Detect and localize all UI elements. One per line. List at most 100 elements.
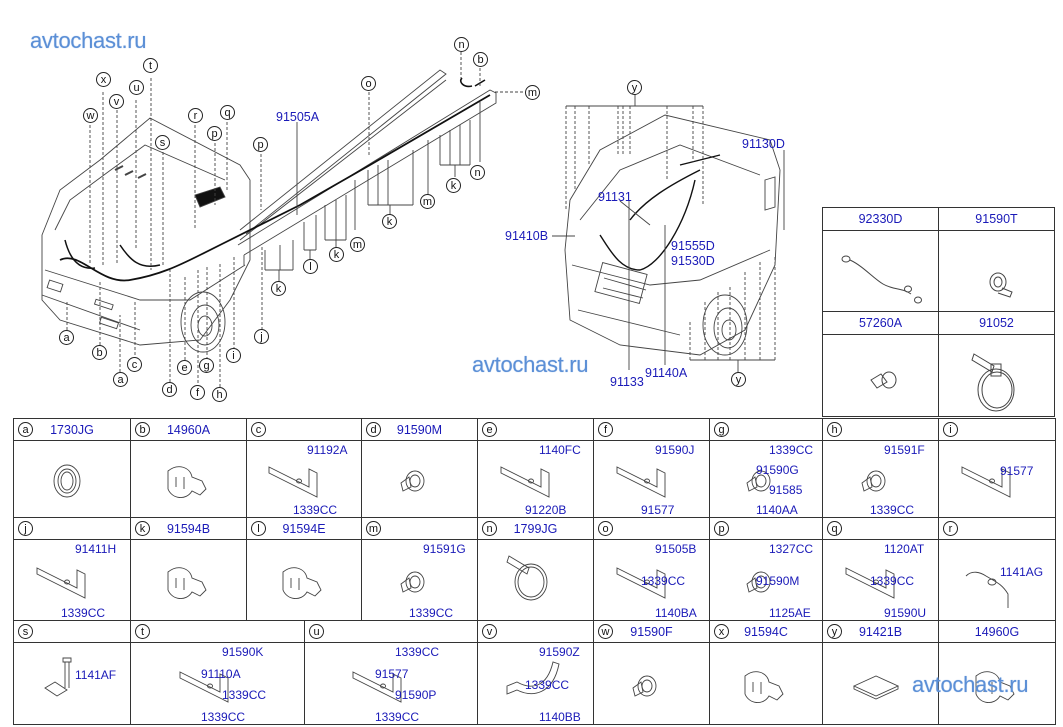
label-91133: 91133 [610,375,644,389]
part-label: 1339CC [525,678,570,692]
part-cell-header: f [594,419,709,441]
callout-n: n [470,165,485,180]
callout-u: u [129,80,144,95]
part-cell-header: 14960G [939,621,1055,643]
callout-p: p [207,126,222,141]
callout-q: q [220,105,235,120]
part-title: 91590F [630,625,673,639]
part-label: 91585 [769,483,803,497]
part-title: 91594B [166,522,211,536]
callout-e: e [177,360,192,375]
label-91131: 91131 [598,190,632,204]
part-cell-header: v [478,621,593,643]
part-label: 1339CC [409,606,454,620]
watermark-middle: avtochast.ru [472,352,589,377]
part-label: 1339CC [641,574,686,588]
part-cell-header: e [478,419,593,441]
part-number: 91590T [975,212,1018,226]
callout-k: k [329,247,344,262]
part-letter-badge: h [827,422,842,437]
callout-m: m [525,85,540,100]
part-label: 91110A [201,667,241,681]
label-91410B: 91410B [505,229,549,243]
callout-f: f [190,385,205,400]
part-label: 1339CC [375,710,420,724]
part-label: 91577 [641,503,675,517]
part-label: 1339CC [395,645,440,659]
cable-tie-icon [971,353,1015,412]
part-number: 91052 [979,316,1014,330]
bolt-icon [44,657,72,697]
part-label: 91577 [375,667,409,681]
clamp-icon [400,470,425,492]
part-title: 91590M [396,423,443,437]
part-cell-14960G: 14960G [938,620,1056,725]
part-letter-badge: i [943,422,958,437]
callout-l: l [303,259,318,274]
part-number: 92330D [858,212,903,226]
part-label: 91590M [756,574,800,588]
part-label: 1339CC [222,688,267,702]
part-letter-badge: e [482,422,497,437]
callout-y: y [627,80,642,95]
part-label: 91590K [222,645,264,659]
clamp-icon [632,675,657,697]
part-cell-header: p [710,518,822,540]
part-cell-header: u [305,621,477,643]
part-title: 91594C [744,625,788,639]
clamp-icon [400,571,425,593]
part-label: 91590U [884,606,927,620]
part-cell-header: m [362,518,477,540]
label-91130D: 91130D [742,137,785,151]
watermark-top: avtochast.ru [30,28,147,53]
callout-c: c [127,357,142,372]
callout-a: a [59,330,74,345]
part-letter-badge: a [18,422,33,437]
callout-j: j [254,329,269,344]
clamp-icon [989,272,1013,298]
part-cell-header: t [131,621,304,643]
bracket-icon [500,466,550,498]
part-letter-badge: c [251,422,266,437]
part-letter-badge: r [943,521,958,536]
callout-x: x [96,72,111,87]
part-letter-badge: w [598,624,613,639]
callout-k: k [446,178,461,193]
callout-t: t [143,58,158,73]
part-cell-header: j [14,518,130,540]
ground-cable-icon [841,255,922,304]
part-letter-badge: b [135,422,150,437]
callout-k: k [382,214,397,229]
part-letter-badge: k [135,521,150,536]
part-label: 1339CC [61,606,106,620]
clip-icon [975,671,1015,703]
side-part-91590T: 91590T [938,207,1055,312]
part-cell-header: q [823,518,938,540]
part-label: 91220B [525,503,567,517]
part-title: 1730JG [50,423,94,437]
callout-w: w [83,108,98,123]
part-cell-header: g [710,419,822,441]
callout-d: d [162,382,177,397]
side-part-57260A: 57260A [822,311,939,417]
part-label: 1339CC [870,503,915,517]
bracket-icon [268,466,318,498]
part-letter-badge: m [366,521,381,536]
pad-icon [852,675,900,700]
callout-a: a [113,372,128,387]
callout-s: s [155,135,170,150]
